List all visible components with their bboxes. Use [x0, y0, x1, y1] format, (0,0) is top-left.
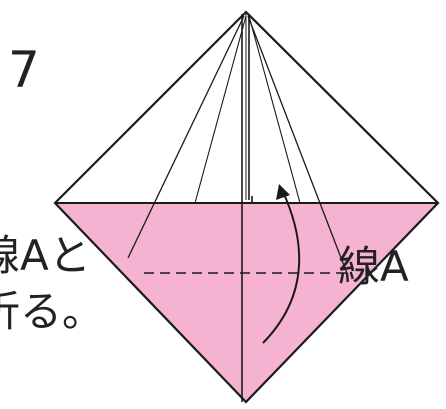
left-inner-fold-line — [194, 15, 247, 204]
line-a-label: 線A — [338, 242, 409, 291]
right-fold-line — [247, 15, 349, 277]
instruction-line-2: 折る。 — [0, 287, 105, 336]
fold-arrow-head — [276, 184, 290, 200]
fold-arrow-curve — [262, 191, 301, 344]
outer-diamond-outline — [53, 10, 440, 404]
instruction-line-1: 線Aと — [0, 231, 91, 280]
right-inner-fold-line — [248, 15, 301, 204]
pink-lower-flap — [55, 203, 438, 402]
left-fold-line — [127, 15, 245, 259]
step-number: 7 — [8, 41, 40, 99]
